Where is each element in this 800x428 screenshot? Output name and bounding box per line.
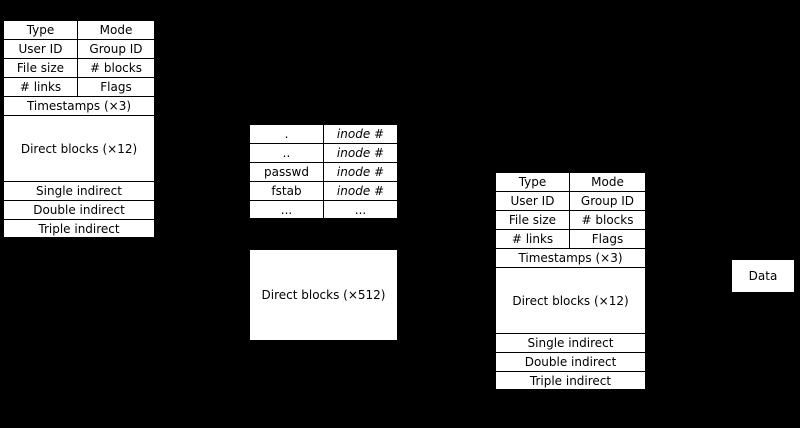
directory-entry-filename: ... — [250, 201, 324, 218]
inode-row-double-indirect: Double indirect — [3, 200, 155, 219]
inode-field-timestamps: Timestamps (×3) — [4, 97, 154, 115]
directory-entry-row: .. inode # — [249, 143, 398, 162]
inode-row-links-flags: # links Flags — [495, 229, 646, 248]
inode-row-type-mode: Type Mode — [495, 172, 646, 191]
inode-field-flags: Flags — [570, 230, 645, 248]
directory-data-block-label: Direct blocks (×512) — [261, 288, 386, 302]
directory-entry-filename: fstab — [250, 182, 324, 200]
inode-field-timestamps: Timestamps (×3) — [496, 249, 645, 267]
inode-field-user-id: User ID — [4, 40, 78, 58]
directory-entry-row: fstab inode # — [249, 181, 398, 200]
inode-row-size-blocks: File size # blocks — [495, 210, 646, 229]
directory-entry-row: . inode # — [249, 124, 398, 143]
inode-field-direct-blocks: Direct blocks (×12) — [4, 116, 154, 181]
inode-field-num-links: # links — [496, 230, 570, 248]
inode-row-uid-gid: User ID Group ID — [495, 191, 646, 210]
directory-entry-table: . inode # .. inode # passwd inode # fsta… — [249, 124, 398, 219]
inode-field-double-indirect: Double indirect — [496, 353, 645, 371]
file-data-block-label: Data — [748, 269, 778, 283]
inode-field-user-id: User ID — [496, 192, 570, 210]
inode-field-double-indirect: Double indirect — [4, 201, 154, 219]
file-inode-table: Type Mode User ID Group ID File size # b… — [495, 172, 646, 390]
directory-data-block: Direct blocks (×512) — [249, 249, 398, 341]
inode-field-single-indirect: Single indirect — [4, 182, 154, 200]
inode-field-triple-indirect: Triple indirect — [496, 372, 645, 389]
inode-field-type: Type — [4, 21, 78, 39]
directory-entry-row: ... ... — [249, 200, 398, 219]
inode-row-triple-indirect: Triple indirect — [495, 371, 646, 390]
directory-entry-filename: . — [250, 125, 324, 143]
inode-field-mode: Mode — [570, 173, 645, 191]
inode-row-single-indirect: Single indirect — [495, 333, 646, 352]
inode-field-flags: Flags — [78, 78, 154, 96]
directory-entry-inode-pointer: inode # — [324, 144, 397, 162]
inode-row-timestamps: Timestamps (×3) — [495, 248, 646, 267]
inode-field-num-blocks: # blocks — [570, 211, 645, 229]
inode-field-file-size: File size — [4, 59, 78, 77]
directory-inode-table: Type Mode User ID Group ID File size # b… — [3, 20, 155, 238]
inode-row-timestamps: Timestamps (×3) — [3, 96, 155, 115]
directory-entry-row: passwd inode # — [249, 162, 398, 181]
inode-row-triple-indirect: Triple indirect — [3, 219, 155, 238]
inode-field-triple-indirect: Triple indirect — [4, 220, 154, 237]
inode-field-num-blocks: # blocks — [78, 59, 154, 77]
inode-field-file-size: File size — [496, 211, 570, 229]
inode-row-direct-blocks: Direct blocks (×12) — [495, 267, 646, 333]
inode-field-group-id: Group ID — [78, 40, 154, 58]
file-data-block: Data — [731, 259, 795, 293]
directory-entry-filename: .. — [250, 144, 324, 162]
inode-field-num-links: # links — [4, 78, 78, 96]
inode-row-uid-gid: User ID Group ID — [3, 39, 155, 58]
inode-row-single-indirect: Single indirect — [3, 181, 155, 200]
inode-field-single-indirect: Single indirect — [496, 334, 645, 352]
directory-entry-inode-pointer: inode # — [324, 182, 397, 200]
directory-entry-inode-pointer: inode # — [324, 125, 397, 143]
directory-entry-filename: passwd — [250, 163, 324, 181]
inode-field-type: Type — [496, 173, 570, 191]
inode-row-direct-blocks: Direct blocks (×12) — [3, 115, 155, 181]
directory-entry-inode-pointer: inode # — [324, 163, 397, 181]
inode-field-mode: Mode — [78, 21, 154, 39]
inode-row-double-indirect: Double indirect — [495, 352, 646, 371]
inode-field-group-id: Group ID — [570, 192, 645, 210]
inode-row-links-flags: # links Flags — [3, 77, 155, 96]
inode-row-size-blocks: File size # blocks — [3, 58, 155, 77]
inode-field-direct-blocks: Direct blocks (×12) — [496, 268, 645, 333]
inode-row-type-mode: Type Mode — [3, 20, 155, 39]
directory-entry-inode-pointer: ... — [324, 201, 397, 218]
